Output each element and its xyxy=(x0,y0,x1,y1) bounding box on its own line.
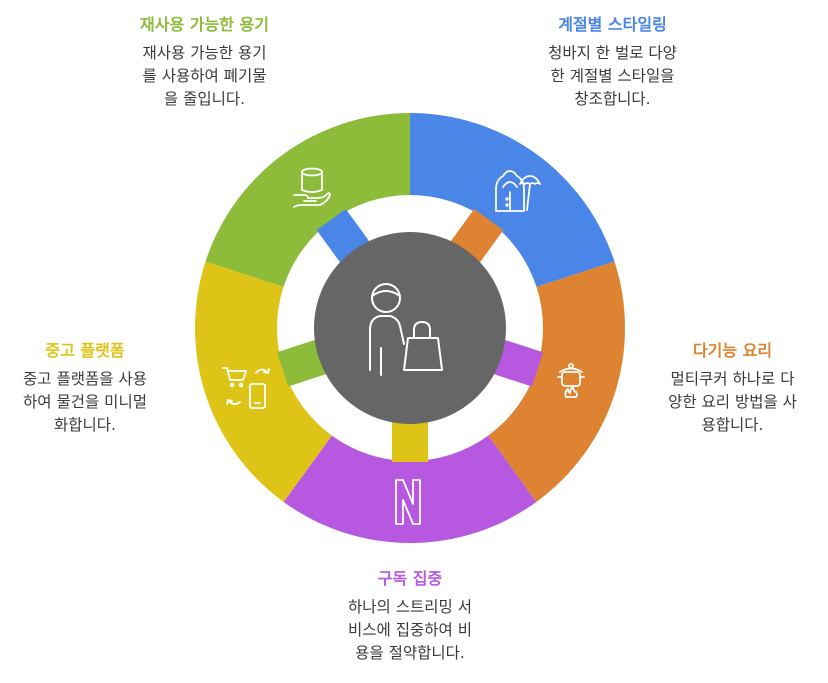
description-line: 양한 요리 방법을 사 xyxy=(668,393,797,411)
segment-title: 다기능 요리 xyxy=(692,341,773,360)
segment-title: 재사용 가능한 용기 xyxy=(140,15,269,34)
cart-phone-exchange-icon xyxy=(222,367,270,409)
description-line: 멀티쿠커 하나로 다 xyxy=(670,370,795,388)
description-line: 재사용 가능한 용기 xyxy=(142,44,267,62)
segment-multi-cooking xyxy=(488,261,626,502)
center-hub xyxy=(314,232,506,424)
description-line: 하나의 스트리밍 서 xyxy=(348,598,472,616)
description-line: 을 줄입니다. xyxy=(163,90,246,108)
description-line: 용합니다. xyxy=(701,416,764,434)
description-line: 중고 플랫폼을 사용 xyxy=(23,370,147,388)
ring-segments xyxy=(194,113,626,544)
center-circle xyxy=(314,232,506,424)
cooking-pot-icon xyxy=(557,363,585,398)
description-line: 용을 절약합니다. xyxy=(355,644,465,662)
segment-subscription xyxy=(283,435,537,544)
raincoat-umbrella-icon xyxy=(495,170,541,212)
description-line: 한 계절별 스타일을 xyxy=(550,67,675,85)
segment-title: 계절별 스타일링 xyxy=(558,15,667,34)
segment-seasonal-styling xyxy=(410,113,615,287)
connector-tab-used-platform xyxy=(392,420,428,462)
segment-used-platform xyxy=(194,261,332,502)
segment-title: 구독 집중 xyxy=(377,569,443,588)
netflix-icon xyxy=(395,479,421,525)
description-line: 비스에 집중하여 비 xyxy=(348,621,472,639)
description-line: 하여 물건을 미니멀 xyxy=(23,393,147,411)
description-line: 화합니다. xyxy=(54,416,116,434)
description-line: 창조합니다. xyxy=(574,90,651,108)
description-line: 청바지 한 벌로 다양 xyxy=(548,44,677,62)
description-line: 를 사용하여 폐기물 xyxy=(142,67,267,85)
cup-on-hand-icon xyxy=(293,167,331,208)
segment-reusable-container xyxy=(205,113,410,287)
person-shopping-bag-icon xyxy=(369,283,443,376)
connector-tab-subscription xyxy=(491,339,544,387)
segment-title: 중고 플랫폼 xyxy=(45,341,125,360)
connector-tab-reusable-container xyxy=(276,339,329,387)
segment-icons xyxy=(222,167,585,525)
